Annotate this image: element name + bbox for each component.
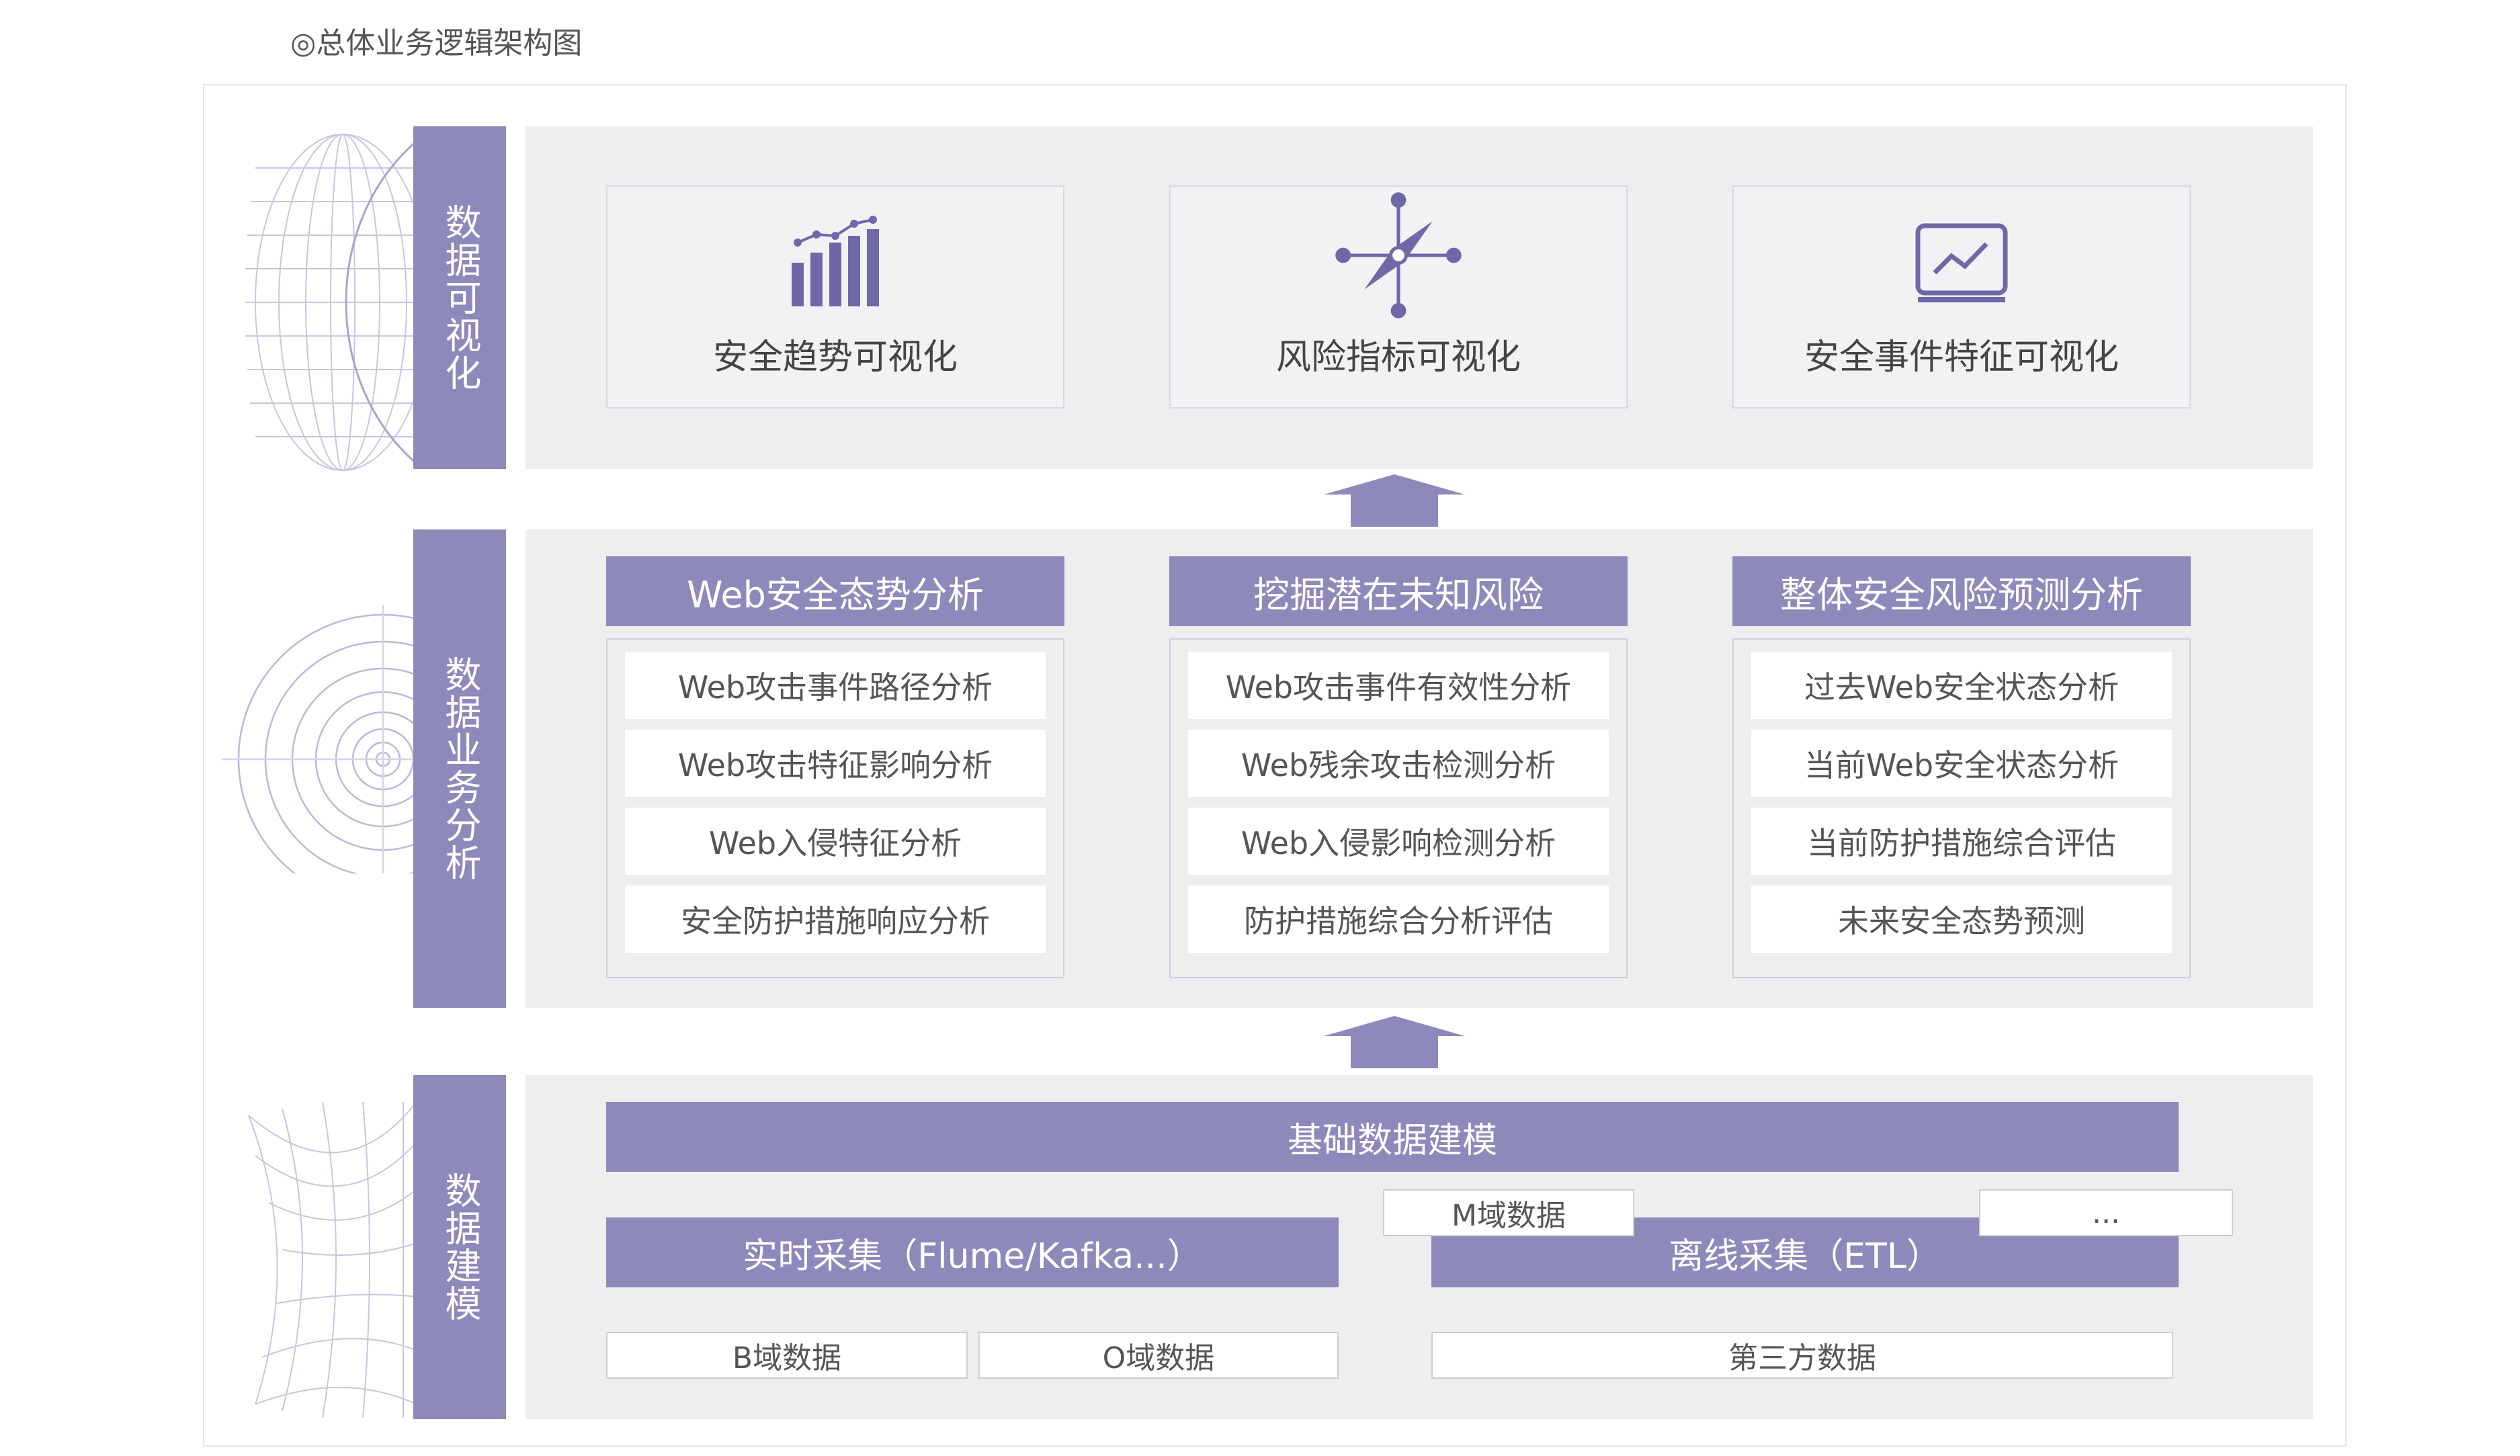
up-arrow-icon bbox=[1324, 474, 1465, 527]
third-party-data-box: 第三方数据 bbox=[1431, 1332, 2173, 1379]
bar-trend-icon bbox=[792, 216, 879, 306]
analysis-item: Web攻击特征影响分析 bbox=[625, 730, 1046, 797]
vis-card-label: 风险指标可视化 bbox=[1275, 337, 1521, 378]
layer-label-visualization: 数据可视化 bbox=[413, 126, 506, 469]
vis-card-security-trend: 安全趋势可视化 bbox=[606, 185, 1064, 409]
more-sources-box: ... bbox=[1979, 1189, 2233, 1236]
diagram-frame bbox=[203, 84, 2347, 1447]
realtime-collection-bar: 实时采集（Flume/Kafka...） bbox=[606, 1217, 1339, 1287]
monitor-chart-icon bbox=[1915, 223, 2008, 302]
vis-card-label: 安全事件特征可视化 bbox=[1804, 337, 2119, 378]
vis-card-event-feature: 安全事件特征可视化 bbox=[1732, 185, 2191, 409]
analysis-column: 过去Web安全状态分析 当前Web安全状态分析 当前防护措施综合评估 未来安全态… bbox=[1732, 638, 2191, 978]
up-arrow-icon bbox=[1324, 1016, 1465, 1068]
ripple-circles-graphic bbox=[222, 605, 423, 873]
analysis-item: Web攻击事件路径分析 bbox=[625, 652, 1046, 719]
analysis-column-header: 整体安全风险预测分析 bbox=[1732, 556, 2191, 626]
analysis-item: 防护措施综合分析评估 bbox=[1188, 886, 1609, 953]
analysis-item: Web残余攻击检测分析 bbox=[1188, 730, 1609, 797]
analysis-item: 当前Web安全状态分析 bbox=[1751, 730, 2172, 797]
analysis-column-header: 挖掘潜在未知风险 bbox=[1169, 556, 1628, 626]
analysis-item: 过去Web安全状态分析 bbox=[1751, 652, 2172, 719]
analysis-item: Web攻击事件有效性分析 bbox=[1188, 652, 1609, 719]
wireframe-sphere-graphic bbox=[245, 134, 430, 471]
layer-label-modeling: 数据建模 bbox=[413, 1075, 506, 1419]
analysis-item: 未来安全态势预测 bbox=[1751, 886, 2172, 953]
analysis-item: Web入侵影响检测分析 bbox=[1188, 808, 1609, 875]
b-domain-data-box: B域数据 bbox=[606, 1332, 968, 1379]
vis-card-risk-indicator: 风险指标可视化 bbox=[1169, 185, 1628, 409]
m-domain-data-box: M域数据 bbox=[1383, 1189, 1634, 1236]
vis-card-label: 安全趋势可视化 bbox=[712, 337, 958, 378]
base-data-modeling-bar: 基础数据建模 bbox=[606, 1102, 2179, 1172]
analysis-column: Web攻击事件有效性分析 Web残余攻击检测分析 Web入侵影响检测分析 防护措… bbox=[1169, 638, 1628, 978]
analysis-item: 当前防护措施综合评估 bbox=[1751, 808, 2172, 875]
compass-icon bbox=[1335, 192, 1462, 318]
wireframe-funnel-graphic bbox=[248, 1101, 417, 1418]
analysis-item: 安全防护措施响应分析 bbox=[625, 886, 1046, 953]
layer-label-analysis: 数据业务分析 bbox=[413, 529, 506, 1008]
o-domain-data-box: O域数据 bbox=[978, 1332, 1339, 1379]
analysis-column-header: Web安全态势分析 bbox=[606, 556, 1064, 626]
analysis-column: Web攻击事件路径分析 Web攻击特征影响分析 Web入侵特征分析 安全防护措施… bbox=[606, 638, 1064, 978]
page-title: ◎总体业务逻辑架构图 bbox=[290, 26, 583, 60]
analysis-item: Web入侵特征分析 bbox=[625, 808, 1046, 875]
